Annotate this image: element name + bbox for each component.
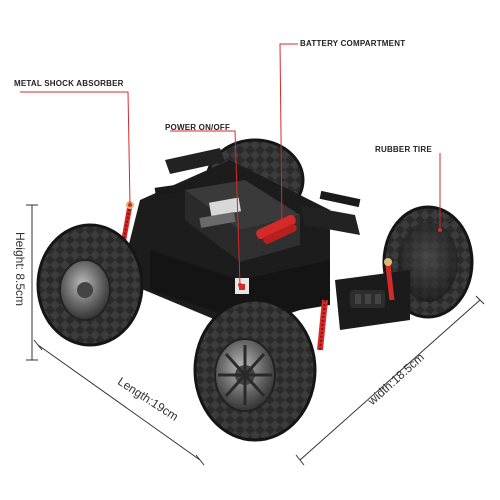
battery-compartment-label: BATTERY COMPARTMENT — [300, 39, 406, 48]
metal-shock-absorber-label: METAL SHOCK ABSORBER — [14, 79, 124, 88]
dimension-lines — [26, 204, 485, 466]
height-dimension-label: Height: 8.5cm — [13, 231, 27, 307]
callout-lines — [20, 43, 441, 286]
rear-right-tire — [36, 223, 144, 347]
front-shock-absorber — [317, 258, 395, 351]
rubber-tire-label: RUBBER TIRE — [375, 145, 432, 154]
power-on-off-label: POWER ON/OFF — [165, 123, 231, 132]
front-left-tire — [193, 298, 317, 442]
